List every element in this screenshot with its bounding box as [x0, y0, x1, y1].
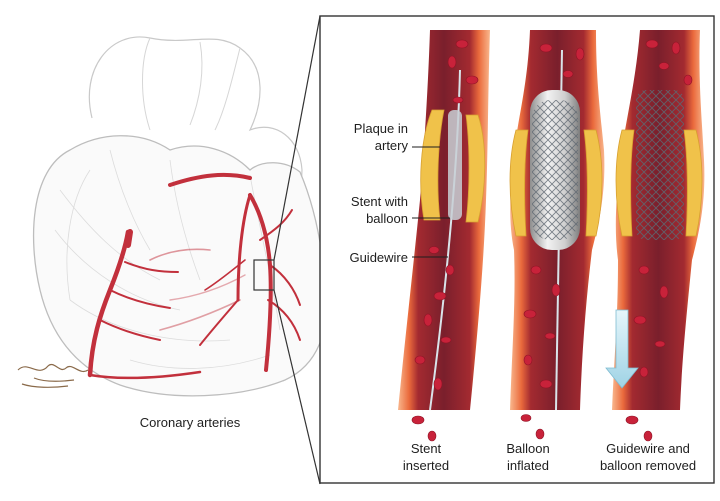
plaque-3-right: [683, 129, 703, 237]
artery-balloon-removed: [605, 30, 705, 410]
stage-label-stent-inserted: Stent inserted: [402, 441, 450, 473]
callout-guidewire: Guidewire: [349, 250, 408, 265]
artist-signature: [17, 364, 89, 388]
plaque-2-right: [583, 129, 603, 237]
red-blood-cells: [411, 39, 693, 442]
stent-2: [532, 100, 578, 240]
zoom-line-bottom: [273, 289, 321, 485]
callout-plaque: Plaque in artery: [353, 121, 408, 153]
plaque-1-right: [465, 114, 486, 223]
stent-1: [448, 110, 462, 220]
zoom-line-top: [273, 15, 321, 261]
removal-arrow: [605, 309, 639, 389]
coronary-vessels: [87, 172, 301, 380]
plaque-3-left: [615, 129, 635, 237]
callout-stent: Stent with balloon: [350, 194, 408, 226]
plaque-2-left: [509, 129, 529, 237]
aorta-outline: [88, 36, 303, 211]
heart-illustration: [32, 15, 328, 485]
callout-leaders: [412, 146, 450, 258]
stent-3: [636, 90, 684, 240]
stage-label-balloon-inflated: Balloon inflated: [506, 441, 550, 473]
heart-caption: Coronary arteries: [139, 415, 241, 430]
stage-label-balloon-removed: Guidewire and balloon removed: [599, 441, 697, 473]
plaque-1-left: [420, 109, 445, 221]
focus-box: [253, 259, 275, 291]
